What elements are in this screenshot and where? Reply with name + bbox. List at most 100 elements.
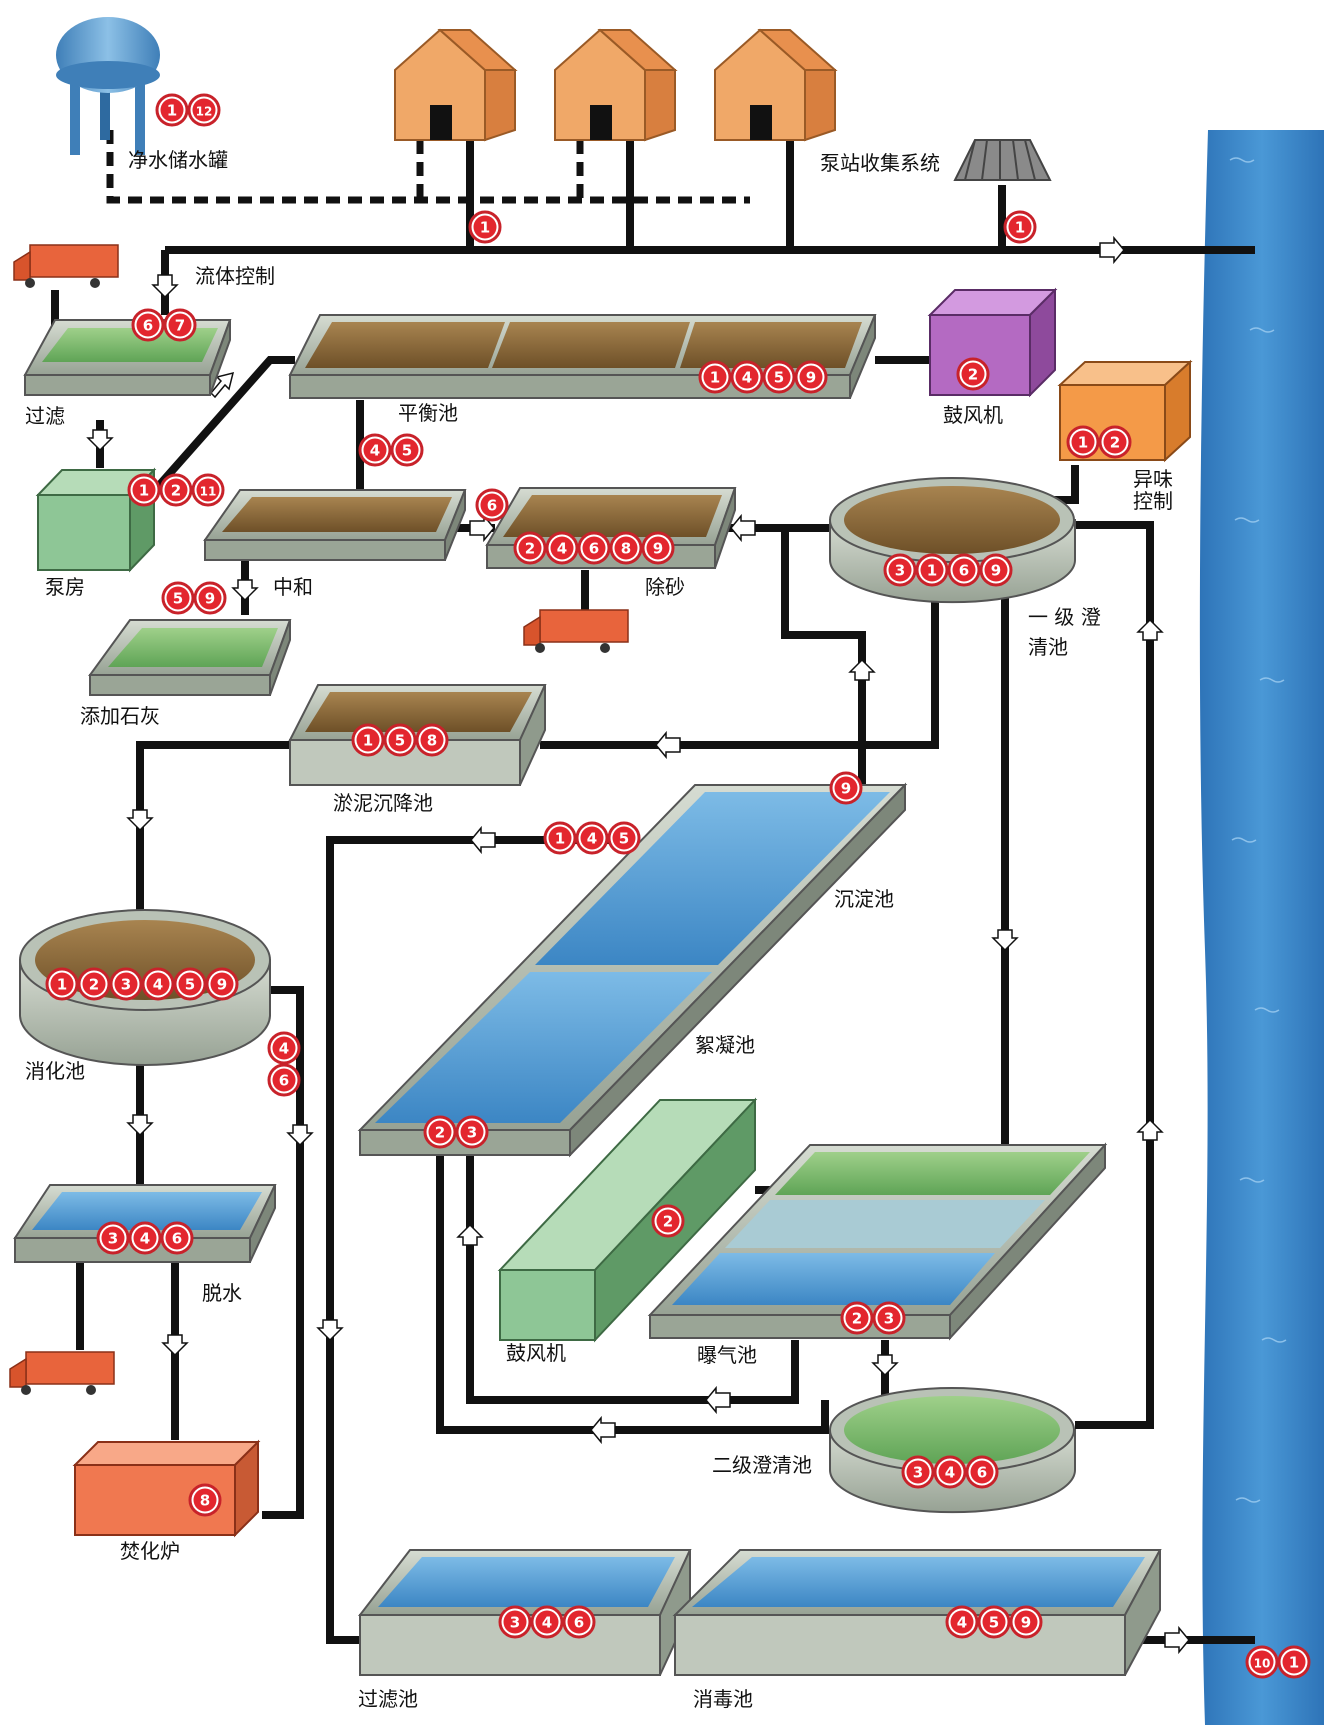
badge-number: 9 — [806, 369, 816, 387]
number-badge: 6 — [965, 1455, 999, 1489]
number-badge: 3 — [498, 1605, 532, 1639]
number-badge: 5 — [607, 821, 641, 855]
number-badge: 2 — [77, 967, 111, 1001]
number-badge: 6 — [577, 531, 611, 565]
badge-number: 3 — [108, 1230, 118, 1248]
number-badge: 8 — [188, 1483, 222, 1517]
badge-number: 5 — [619, 830, 629, 848]
badge-number: 6 — [574, 1614, 584, 1632]
badge-number: 1 — [710, 369, 720, 387]
badges-sedimentation-mid: 1 4 5 — [543, 821, 641, 855]
number-badge: 3 — [872, 1301, 906, 1335]
number-badge: 9 — [979, 553, 1013, 587]
number-badge: 6 — [562, 1605, 596, 1639]
badge-number: 6 — [143, 317, 153, 335]
badge-number: 2 — [663, 1213, 673, 1231]
label-storage-tank: 净水储水罐 — [128, 148, 228, 172]
badge-number: 9 — [991, 562, 1001, 580]
badge-number: 2 — [968, 366, 978, 384]
badge-number: 5 — [395, 732, 405, 750]
equalization-basin — [288, 314, 877, 399]
badge-number: 5 — [774, 369, 784, 387]
badge-number: 5 — [185, 976, 195, 994]
number-badge: 1 — [915, 553, 949, 587]
number-badge: 5 — [383, 723, 417, 757]
label-disinfection: 消毒池 — [693, 1687, 753, 1711]
badge-number: 2 — [1110, 434, 1120, 452]
number-badge: 4 — [267, 1031, 301, 1065]
badge-number: 4 — [945, 1464, 955, 1482]
badge-number: 4 — [542, 1614, 552, 1632]
badge-number: 4 — [370, 442, 380, 460]
house-3 — [714, 28, 838, 142]
number-badge: 9 — [641, 531, 675, 565]
number-badge: 6 — [160, 1221, 194, 1255]
badge-number: 6 — [279, 1072, 289, 1090]
badges-pump-station: 1 — [1003, 210, 1037, 244]
badge-number: 1 — [927, 562, 937, 580]
label-odor-control-2: 控制 — [1133, 489, 1173, 513]
neutralization-tank — [203, 489, 467, 561]
number-badge: 9 — [193, 581, 227, 615]
badge-number: 12 — [196, 105, 213, 119]
badge-number: 2 — [852, 1310, 862, 1328]
badge-number: 1 — [1289, 1654, 1299, 1672]
label-incinerator: 焚化炉 — [120, 1539, 180, 1563]
truck-icon — [523, 609, 629, 653]
badge-number: 4 — [742, 369, 752, 387]
number-badge: 4 — [530, 1605, 564, 1639]
number-badge: 2 — [840, 1301, 874, 1335]
badge-number: 1 — [363, 732, 373, 750]
badge-number: 8 — [621, 540, 631, 558]
badges-secondary-clarifier: 3 4 6 — [901, 1455, 999, 1489]
sludge-settling-tank — [288, 684, 547, 786]
badge-number: 3 — [913, 1464, 923, 1482]
number-badge: 1 — [543, 821, 577, 855]
number-badge: 1 — [155, 93, 189, 127]
badge-number: 1 — [167, 102, 177, 120]
number-badge: 6 — [947, 553, 981, 587]
aeration-basin — [647, 1142, 1108, 1341]
truck-icon — [9, 1351, 115, 1395]
badge-number: 6 — [977, 1464, 987, 1482]
badge-number: 2 — [435, 1124, 445, 1142]
label-sedimentation: 沉淀池 — [834, 887, 894, 911]
blower-top — [927, 287, 1058, 398]
number-badge: 3 — [109, 967, 143, 1001]
storage-tank — [56, 17, 160, 155]
badge-number: 2 — [525, 540, 535, 558]
pump-station-icon — [953, 139, 1052, 181]
badge-number: 3 — [121, 976, 131, 994]
number-badge: 4 — [358, 433, 392, 467]
lime-addition-tank — [88, 619, 292, 696]
badges-equalization: 1 4 5 9 — [698, 360, 828, 394]
badge-number: 1 — [555, 830, 565, 848]
badge-number: 3 — [884, 1310, 894, 1328]
badge-number: 8 — [200, 1492, 210, 1510]
badge-number: 4 — [587, 830, 597, 848]
label-flow-control: 流体控制 — [195, 264, 275, 288]
label-aeration: 曝气池 — [697, 1343, 757, 1367]
label-primary-clarifier-1: 一 级 澄 — [1028, 605, 1101, 629]
number-badge: 2 — [513, 531, 547, 565]
badge-number: 4 — [957, 1614, 967, 1632]
number-badge: 4 — [545, 531, 579, 565]
badge-number: 3 — [467, 1124, 477, 1142]
number-badge: 5 — [161, 581, 195, 615]
label-secondary-clarifier: 二级澄清池 — [712, 1453, 812, 1477]
number-badge: 5 — [390, 433, 424, 467]
badge-number: 9 — [841, 780, 851, 798]
badge-number: 6 — [172, 1230, 182, 1248]
number-badge: 3 — [455, 1115, 489, 1149]
number-badge: 4 — [933, 1455, 967, 1489]
badge-number: 1 — [57, 976, 67, 994]
number-badge: 1 — [698, 360, 732, 394]
number-badge: 3 — [901, 1455, 935, 1489]
